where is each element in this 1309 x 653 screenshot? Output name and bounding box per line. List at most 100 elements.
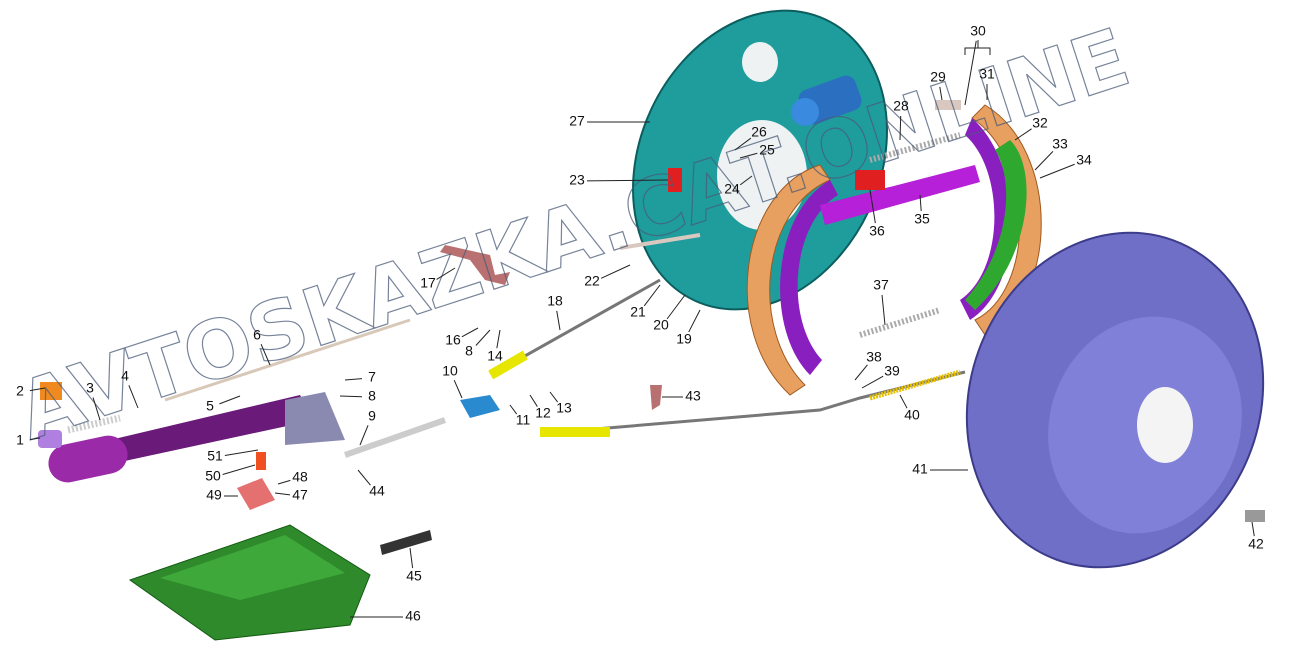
- pawl-50: [256, 452, 266, 470]
- leader-line: [939, 86, 943, 101]
- leader-line: [899, 394, 908, 409]
- leader-line: [919, 194, 922, 212]
- callout-number: 44: [369, 483, 385, 499]
- leader-line: [453, 379, 463, 399]
- callout-7: 7: [344, 369, 376, 385]
- callout-number: 11: [516, 412, 531, 428]
- grommet-45: [380, 530, 432, 555]
- leader-line: [461, 327, 479, 338]
- bracket-30: [964, 40, 991, 55]
- leader-line: [274, 492, 291, 496]
- callout-number: 46: [405, 608, 421, 624]
- callout-32: 32: [1014, 115, 1048, 141]
- callout-number: 26: [751, 124, 767, 140]
- leader-line: [509, 404, 518, 415]
- leader-line: [643, 284, 661, 307]
- callout-number: 24: [724, 181, 740, 197]
- callout-number: 45: [406, 568, 422, 584]
- callout-number: 14: [487, 348, 503, 364]
- callout-number: 36: [869, 223, 885, 239]
- callout-50: 50: [205, 464, 256, 484]
- spring-sleeve-40: [869, 369, 961, 401]
- callout-number: 21: [630, 304, 646, 320]
- callout-48: 48: [277, 469, 308, 485]
- callout-number: 9: [368, 408, 376, 424]
- callout-number: 19: [676, 331, 692, 347]
- callout-46: 46: [350, 608, 421, 624]
- callout-43: 43: [662, 388, 701, 404]
- callout-45: 45: [406, 547, 422, 584]
- callout-number: 28: [893, 98, 909, 114]
- button-1: [38, 430, 62, 448]
- callout-number: 50: [205, 468, 221, 484]
- callout-33: 33: [1034, 136, 1068, 171]
- callout-number: 40: [904, 407, 920, 423]
- leader-line: [357, 469, 371, 486]
- leader-line: [869, 189, 876, 224]
- callout-42: 42: [1248, 521, 1264, 552]
- callout-28: 28: [893, 98, 909, 141]
- red-clip-36: [855, 170, 885, 190]
- spring-28: [869, 132, 961, 163]
- clip-10: [460, 395, 500, 418]
- leader-line: [339, 395, 363, 398]
- callout-number: 20: [653, 317, 669, 333]
- cable-tip-18: [488, 350, 528, 380]
- leader-line: [586, 179, 669, 182]
- leader-line: [29, 387, 46, 392]
- callout-number: 31: [979, 66, 995, 82]
- callout-21: 21: [630, 284, 661, 320]
- callout-31: 31: [979, 66, 995, 100]
- callout-number: 39: [884, 363, 900, 379]
- callout-17: 17: [420, 267, 456, 291]
- callout-51: 51: [207, 448, 259, 464]
- leader-line: [529, 394, 538, 407]
- leader-line: [666, 294, 686, 320]
- callout-number: 6: [253, 327, 261, 343]
- callout-number: 18: [547, 293, 563, 309]
- bolt-22: [619, 233, 701, 250]
- callout-number: 10: [442, 363, 458, 379]
- callout-24: 24: [724, 175, 753, 197]
- callout-number: 29: [930, 69, 946, 85]
- leader-line: [1039, 163, 1075, 179]
- leader-line: [260, 344, 271, 366]
- callout-2: 2: [16, 383, 46, 399]
- callout-8: 8: [339, 388, 376, 404]
- callout-number: 41: [912, 461, 928, 477]
- callout-number: 27: [569, 113, 585, 129]
- red-bracket-23: [668, 168, 682, 192]
- callout-20: 20: [653, 294, 686, 333]
- callout-41: 41: [912, 461, 968, 477]
- cable-40: [559, 370, 966, 434]
- callout-number: 48: [292, 469, 308, 485]
- callout-11: 11: [509, 404, 531, 428]
- leader-line: [600, 264, 631, 279]
- callout-14: 14: [487, 329, 503, 364]
- leader-line: [224, 449, 259, 457]
- wheel-cylinder: [791, 75, 862, 126]
- leader-line: [964, 40, 977, 106]
- callout-35: 35: [914, 194, 930, 227]
- bracket-17: [440, 245, 510, 285]
- spacer-bar-35: [820, 165, 980, 225]
- callout-number: 47: [292, 487, 308, 503]
- tray-inner: [160, 535, 345, 600]
- callout-number: 3: [86, 380, 94, 396]
- bracket-49: [237, 478, 275, 510]
- callout-number: 25: [759, 142, 775, 158]
- callout-37: 37: [873, 277, 889, 326]
- brake-shoe-left: [746, 164, 838, 396]
- leader-line: [1034, 151, 1054, 171]
- callout-number: 13: [556, 400, 572, 416]
- callout-22: 22: [584, 264, 631, 289]
- leader-line: [688, 309, 701, 333]
- leader-line: [344, 378, 363, 381]
- leader-line: [475, 329, 491, 346]
- leader-line: [128, 385, 139, 409]
- callout-49: 49: [206, 487, 238, 503]
- callout-6: 6: [253, 327, 271, 366]
- brake-shoe-right: [960, 104, 1042, 336]
